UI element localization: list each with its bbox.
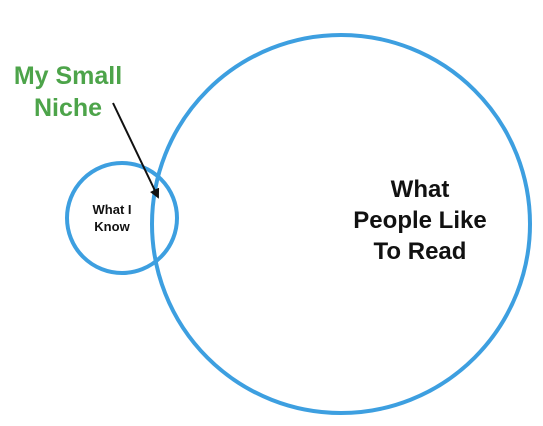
large-circle bbox=[150, 33, 532, 415]
small-circle-label: What I Know bbox=[80, 201, 144, 235]
callout-label-line-1: My Small bbox=[13, 62, 123, 90]
large-circle-label-line-1: What bbox=[390, 176, 450, 203]
small-circle bbox=[65, 161, 179, 275]
callout-label-line-2: Niche bbox=[33, 94, 103, 122]
large-circle-label-line-2: People Like bbox=[353, 207, 487, 234]
small-circle-label-line-1: What I bbox=[92, 202, 132, 217]
callout-arrow bbox=[112, 102, 160, 199]
callout-label: My Small Niche bbox=[0, 60, 136, 124]
large-circle-label-line-3: To Read bbox=[373, 238, 467, 265]
small-circle-label-line-2: Know bbox=[94, 219, 130, 234]
large-circle-label: What People Like To Read bbox=[345, 174, 495, 267]
